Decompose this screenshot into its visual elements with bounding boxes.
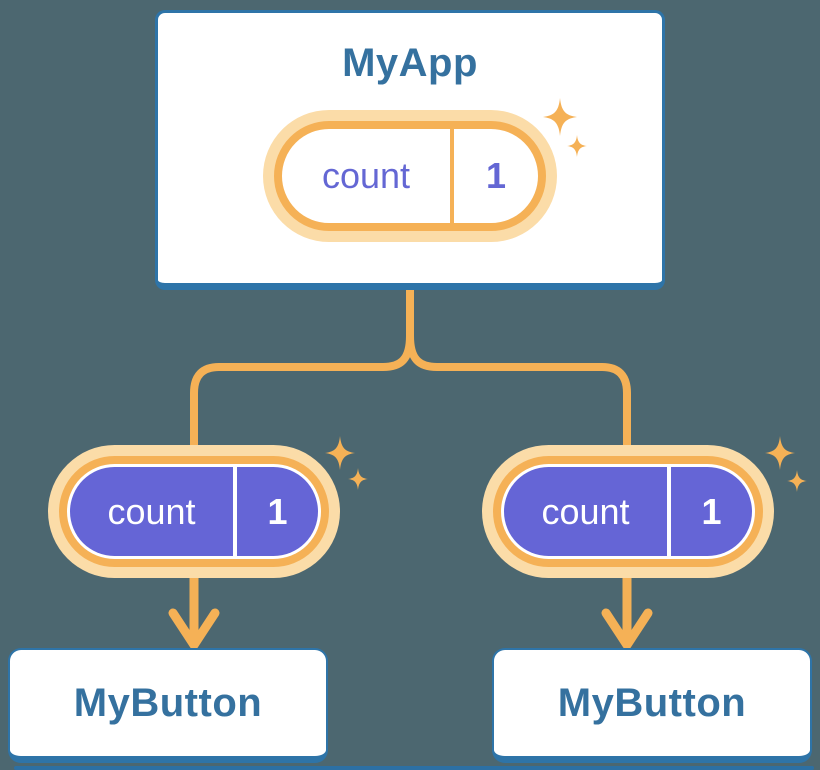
state-pill-ring: count 1	[274, 121, 546, 231]
component-title: MyButton	[73, 681, 263, 725]
state-name-label: count	[107, 490, 196, 532]
state-name-label: count	[321, 155, 411, 196]
connector-branch-left	[190, 285, 414, 456]
arrow-down-icon	[168, 569, 220, 650]
pill-divider	[450, 129, 454, 223]
pill-divider	[233, 467, 237, 556]
pill-divider	[667, 467, 671, 556]
state-value-label: 1	[267, 490, 288, 532]
connector-branch-right	[406, 285, 631, 456]
sparkle-icon	[765, 436, 807, 492]
state-pill-child-right: count 1	[482, 445, 774, 578]
state-value-label: 1	[485, 155, 507, 196]
state-pill-child-left: count 1	[48, 445, 340, 578]
state-name-label: count	[541, 490, 630, 532]
component-title: MyButton	[557, 681, 747, 725]
component-node-child-left: MyButton	[8, 648, 328, 763]
component-node-child-right: MyButton	[492, 648, 812, 763]
arrow-down-icon	[601, 569, 653, 650]
component-title: MyApp	[342, 41, 478, 85]
state-value-label: 1	[701, 490, 722, 532]
state-pill-root: count 1	[263, 110, 557, 242]
